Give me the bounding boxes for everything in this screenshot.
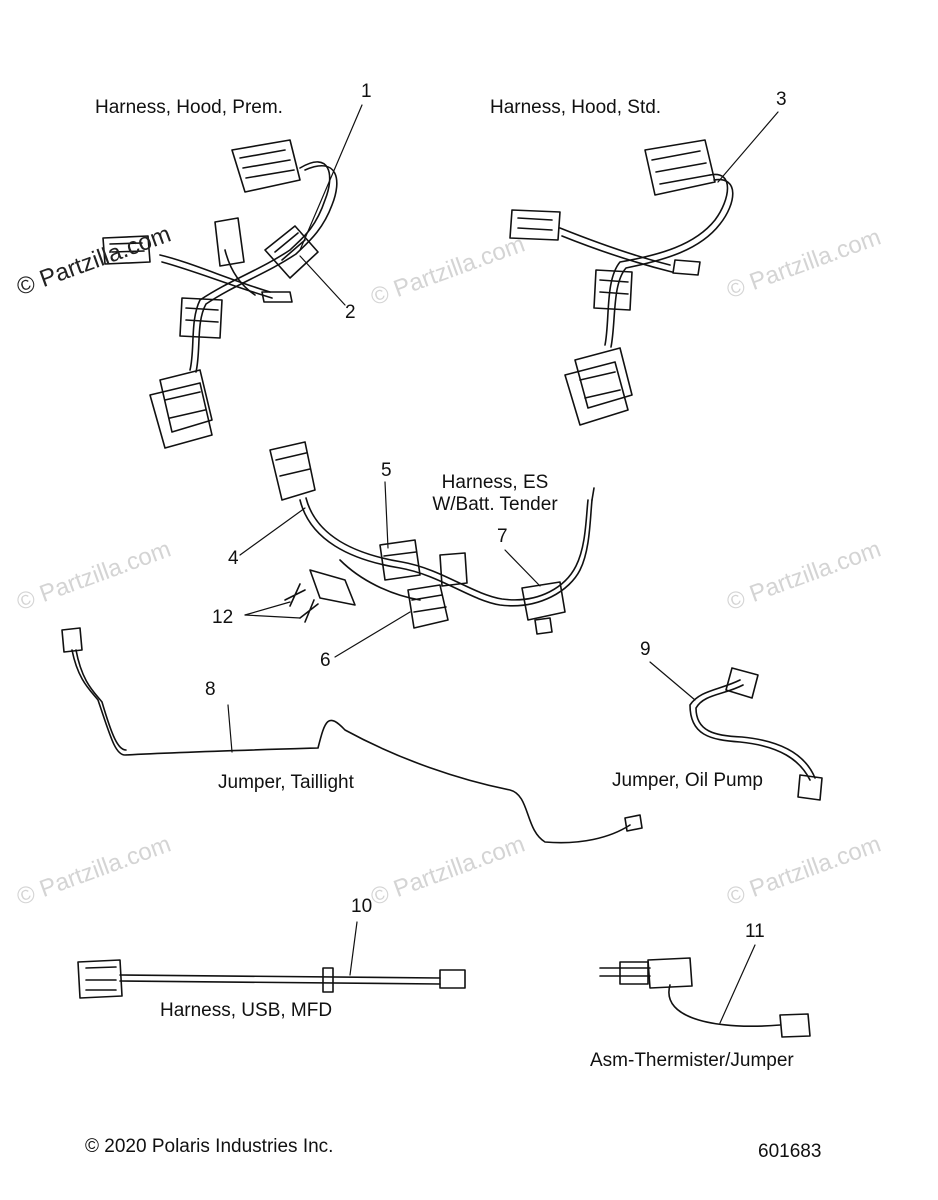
callout-4: 4: [228, 548, 239, 569]
callout-9: 9: [640, 639, 651, 660]
callout-5: 5: [381, 460, 392, 481]
callout-12: 12: [212, 607, 234, 628]
callout-8: 8: [205, 679, 216, 700]
label-es-line2: W/Batt. Tender: [432, 493, 558, 515]
hood-std-harness: [509, 139, 734, 426]
label-es-harness: Harness, ES W/Batt. Tender: [420, 472, 570, 516]
taillight-jumper: [61, 627, 643, 844]
callout-3: 3: [776, 89, 787, 110]
oil-pump-jumper: [689, 667, 823, 801]
label-hood-prem: Harness, Hood, Prem.: [95, 97, 283, 118]
callout-6: 6: [320, 650, 331, 671]
usb-harness: [77, 959, 466, 999]
callout-1: 1: [361, 81, 372, 102]
hood-prem-harness: [102, 139, 338, 449]
callout-2: 2: [345, 302, 356, 323]
callout-7: 7: [497, 526, 508, 547]
label-usb: Harness, USB, MFD: [160, 1000, 333, 1021]
leader-lines: [227, 104, 779, 1024]
copyright: © 2020 Polaris Industries Inc.: [85, 1136, 334, 1157]
callout-11: 11: [745, 921, 765, 942]
diagram-id: 601683: [758, 1141, 822, 1162]
label-taillight: Jumper, Taillight: [218, 772, 354, 793]
label-thermister: Asm-Thermister/Jumper: [590, 1050, 794, 1071]
screws: [284, 583, 319, 623]
callout-10: 10: [351, 896, 373, 917]
thermister: [599, 957, 811, 1038]
label-hood-std: Harness, Hood, Std.: [490, 97, 662, 118]
label-es-line1: Harness, ES: [441, 472, 549, 493]
label-oil-pump: Jumper, Oil Pump: [612, 770, 763, 791]
es-harness: [269, 441, 595, 635]
